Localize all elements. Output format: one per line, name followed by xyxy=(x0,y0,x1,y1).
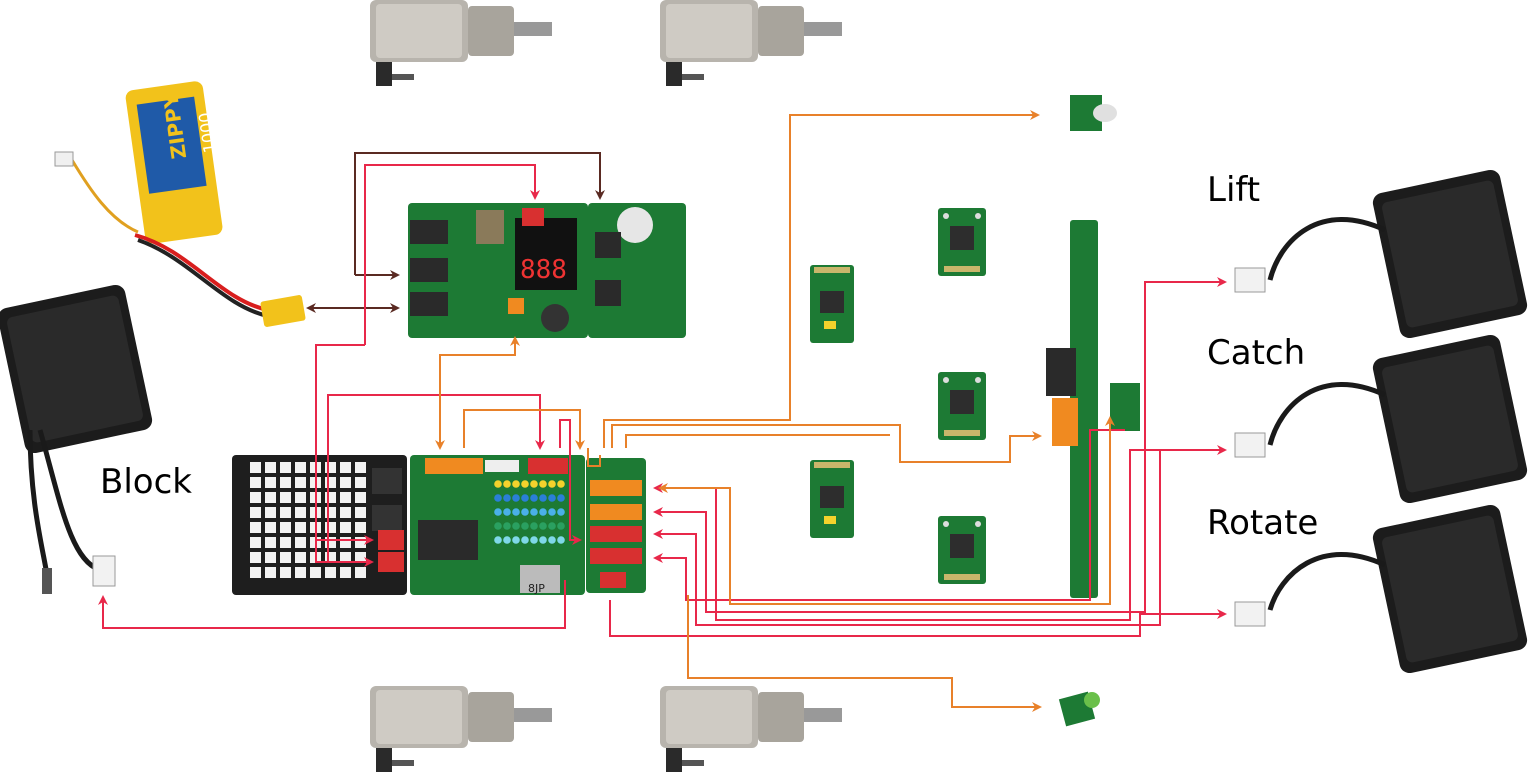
label-block: Block xyxy=(100,462,192,502)
display-digits: 888 xyxy=(520,255,567,285)
signal-wires xyxy=(435,110,1115,712)
motor-icon xyxy=(660,686,842,772)
sensor-icon xyxy=(938,372,986,440)
supply-wires xyxy=(306,152,605,313)
motor-icon xyxy=(370,686,552,772)
usb-label: 8JP xyxy=(528,582,545,595)
pcb-icon: 888 xyxy=(408,203,686,338)
pcb-icon xyxy=(1046,220,1140,598)
sensor-icon xyxy=(938,208,986,276)
pcb-icon xyxy=(586,458,646,593)
battery-icon: ZIPPY 1000 xyxy=(54,81,306,327)
led-icon xyxy=(1070,95,1117,131)
servo-icon xyxy=(1234,168,1529,340)
servo-icon xyxy=(1234,333,1529,505)
sensor-icon xyxy=(810,460,854,538)
label-catch: Catch xyxy=(1207,333,1306,373)
led-icon xyxy=(1058,691,1100,727)
label-rotate: Rotate xyxy=(1207,503,1319,543)
motor-icon xyxy=(370,0,552,86)
servo-icon xyxy=(0,283,154,594)
power-wires xyxy=(98,164,1227,637)
label-lift: Lift xyxy=(1207,170,1261,210)
pcb-icon: 8JP xyxy=(410,455,585,595)
sensor-icon xyxy=(938,516,986,584)
sensor-icon xyxy=(810,265,854,343)
servo-icon xyxy=(1234,503,1529,675)
motor-icon xyxy=(660,0,842,86)
pcb-icon xyxy=(232,455,407,595)
